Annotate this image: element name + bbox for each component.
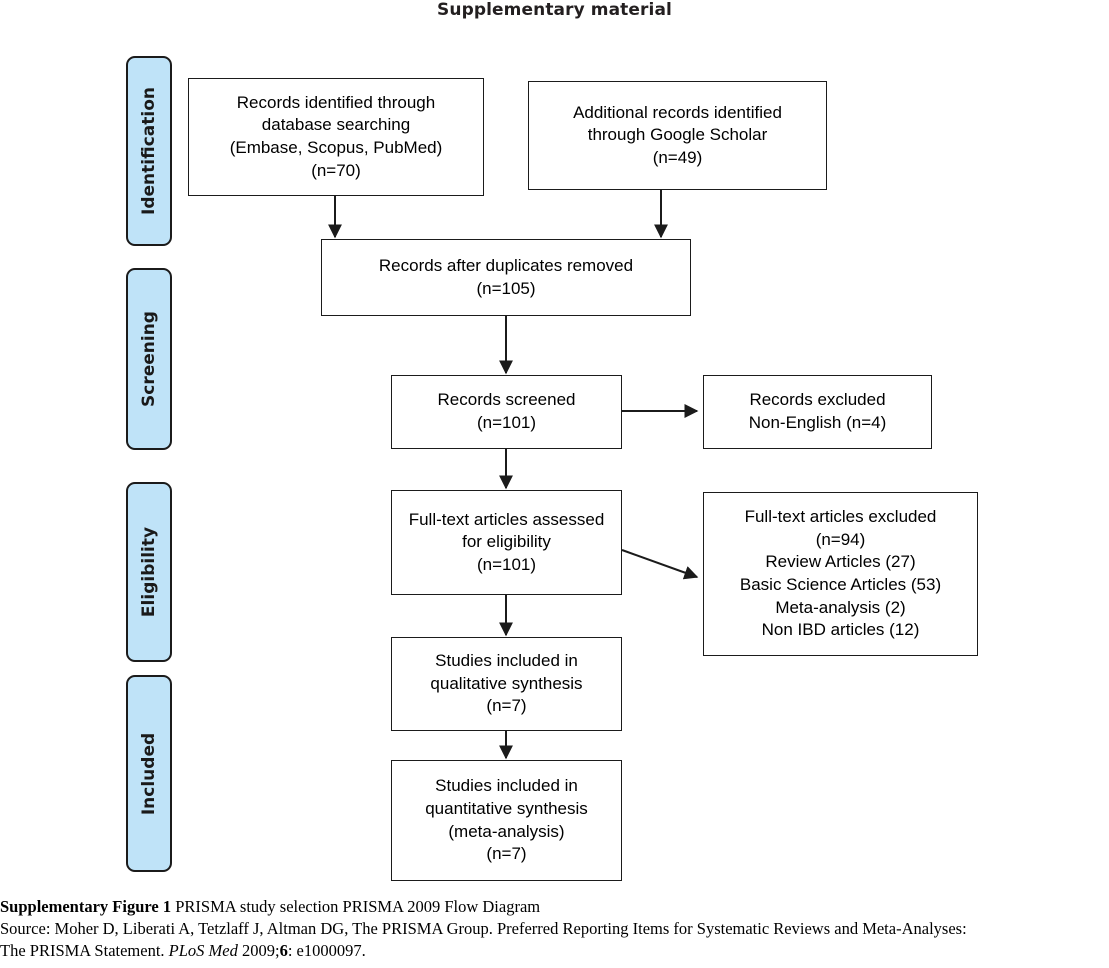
caption-volume: 6 — [279, 940, 288, 960]
page-title: Supplementary material — [437, 0, 672, 20]
box-fulltext-excluded-text: Full-text articles excluded (n=94) Revie… — [739, 507, 942, 640]
caption-line-3: The PRISMA Statement. PLoS Med 2009;6: e… — [0, 940, 1109, 962]
box-records-screened[interactable]: Records screened (n=101) — [391, 375, 622, 449]
box-additional-records-google-scholar[interactable]: Additional records identified through Go… — [528, 81, 827, 190]
caption-line-1: Supplementary Figure 1 PRISMA study sele… — [0, 896, 1109, 918]
box-fulltext-assessed-text: Full-text articles assessed for eligibil… — [408, 509, 605, 574]
caption-year: 2009; — [237, 940, 280, 960]
caption-article-id: : e1000097. — [287, 940, 366, 960]
box-records-excluded-text: Records excluded Non-English (n=4) — [748, 390, 887, 432]
box-records-screened-text: Records screened (n=101) — [437, 390, 576, 432]
stage-tab-screening[interactable]: Screening — [126, 268, 172, 450]
arrow-fulltext-to-excluded — [621, 549, 699, 580]
box-records-identified-database[interactable]: Records identified through database sear… — [188, 78, 484, 196]
caption-figure-title: PRISMA study selection PRISMA 2009 Flow … — [171, 897, 541, 916]
stage-tab-included[interactable]: Included — [126, 675, 172, 872]
stage-tab-included-label: Included — [139, 732, 159, 815]
caption-statement: The PRISMA Statement. — [0, 940, 169, 960]
box-fulltext-assessed[interactable]: Full-text articles assessed for eligibil… — [391, 490, 622, 595]
stage-tab-identification[interactable]: Identification — [126, 56, 172, 246]
caption-journal: PLoS Med — [168, 940, 238, 960]
figure-caption: Supplementary Figure 1 PRISMA study sele… — [0, 896, 1109, 962]
box-additional-records-google-scholar-text: Additional records identified through Go… — [573, 102, 782, 167]
stage-tab-identification-label: Identification — [139, 87, 159, 215]
stage-tab-screening-label: Screening — [139, 311, 159, 407]
box-studies-qualitative[interactable]: Studies included in qualitative synthesi… — [391, 637, 622, 731]
stage-tab-eligibility-label: Eligibility — [139, 526, 159, 618]
box-records-after-duplicates-removed[interactable]: Records after duplicates removed (n=105) — [321, 239, 691, 316]
caption-line-2: Source: Moher D, Liberati A, Tetzlaff J,… — [0, 918, 967, 938]
stage-tab-eligibility[interactable]: Eligibility — [126, 482, 172, 662]
box-studies-quantitative[interactable]: Studies included in quantitative synthes… — [391, 760, 622, 881]
caption-figure-number: Supplementary Figure 1 — [0, 897, 172, 916]
box-fulltext-excluded[interactable]: Full-text articles excluded (n=94) Revie… — [703, 492, 978, 656]
box-studies-qualitative-text: Studies included in qualitative synthesi… — [430, 651, 583, 716]
box-records-after-duplicates-removed-text: Records after duplicates removed (n=105) — [378, 255, 634, 298]
box-records-excluded[interactable]: Records excluded Non-English (n=4) — [703, 375, 932, 449]
box-studies-quantitative-text: Studies included in quantitative synthes… — [425, 776, 588, 864]
prisma-flow-diagram: Identification Screening Eligibility Inc… — [0, 40, 1109, 900]
box-records-identified-database-text: Records identified through database sear… — [229, 92, 443, 180]
